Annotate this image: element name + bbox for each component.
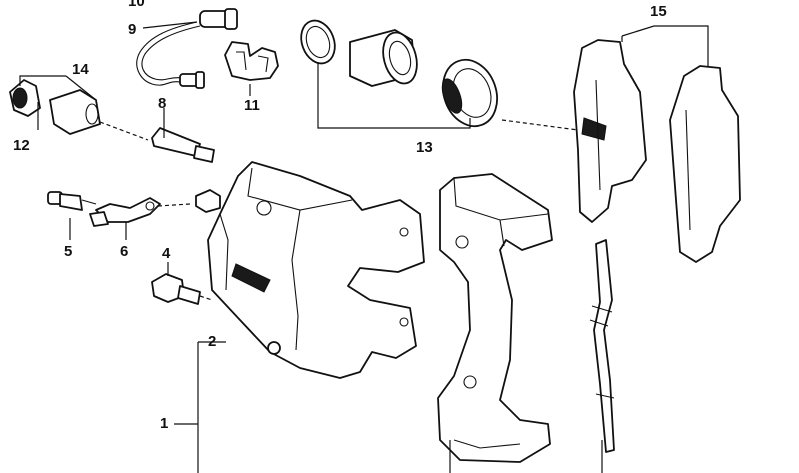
callout-14: 14	[72, 61, 89, 78]
callout-4: 4	[162, 245, 171, 262]
anti-rattle-spring	[589, 239, 615, 453]
callout-1: 1	[160, 415, 168, 432]
callout-2: 2	[208, 333, 216, 350]
callout-12: 12	[13, 137, 30, 154]
part-5-bleed-screw	[47, 191, 97, 211]
callout-6: 6	[120, 243, 128, 260]
part-12-14-guide-sleeve	[9, 79, 101, 135]
caliper-carrier	[437, 173, 553, 463]
callout-13: 13	[416, 139, 433, 156]
callout-9: 9	[128, 21, 136, 38]
leader-lines	[19, 21, 709, 473]
part-11-clip	[224, 41, 279, 81]
part-9-wear-sensor	[136, 8, 238, 89]
part-6-bracket	[89, 197, 161, 227]
callout-8: 8	[158, 95, 166, 112]
part-4-bolt	[151, 273, 201, 305]
part-13-piston-seal-kit	[300, 19, 498, 128]
caliper-housing	[195, 161, 425, 379]
callout-15: 15	[650, 3, 667, 20]
callout-11: 11	[244, 97, 260, 114]
part-8-guide-pin	[151, 127, 215, 163]
callout-5: 5	[64, 243, 72, 260]
callout-10: 10	[128, 0, 145, 10]
part-15-brake-pads	[573, 39, 741, 263]
